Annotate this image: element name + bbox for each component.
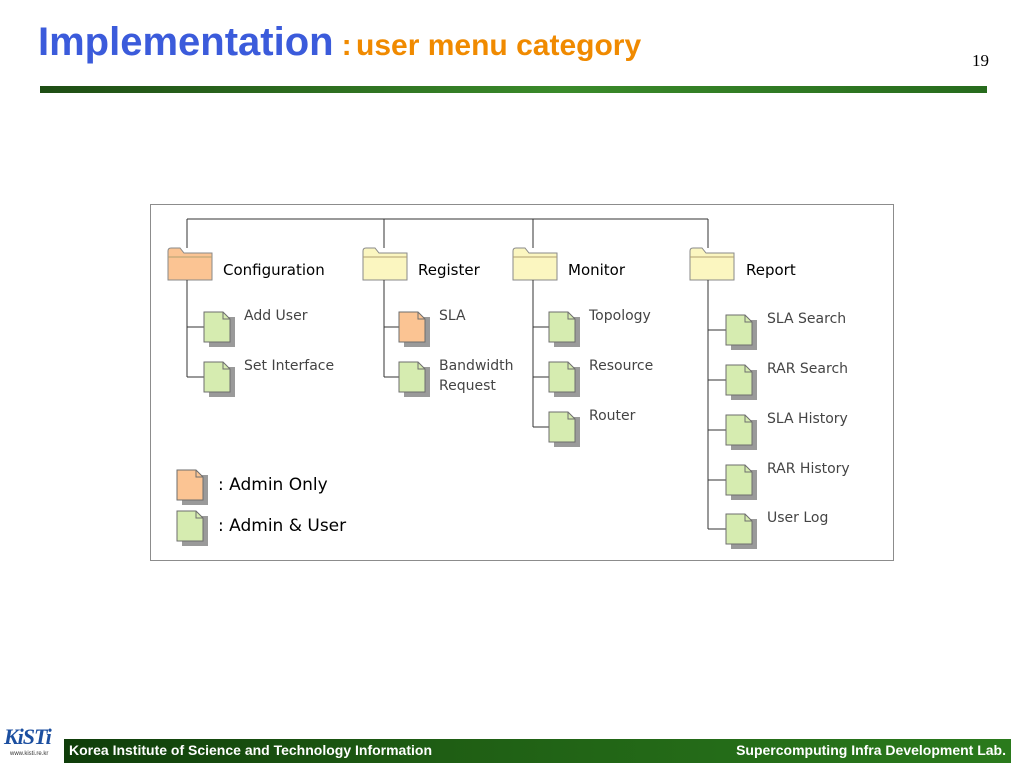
slide-title: Implementation: user menu category xyxy=(38,20,641,65)
menu-item-router: Router xyxy=(589,408,636,424)
logo-text: KiSTi xyxy=(4,724,52,749)
document-icon xyxy=(725,314,757,350)
title-main: Implementation xyxy=(38,20,334,64)
menu-item-rar-search: RAR Search xyxy=(767,361,849,377)
kisti-logo: KiSTi www.kisti.re.kr xyxy=(4,722,60,764)
category-monitor: Monitor xyxy=(568,261,626,279)
document-icon xyxy=(725,414,757,450)
document-icon xyxy=(548,411,580,447)
category-register: Register xyxy=(418,261,480,279)
title-separator: : xyxy=(341,29,352,62)
footer-lab: Supercomputing Infra Development Lab. xyxy=(736,742,1006,758)
menu-item-sla-search: SLA Search xyxy=(767,311,847,327)
document-icon xyxy=(725,513,757,549)
menu-item-rar-history: RAR History xyxy=(767,461,850,477)
document-icon xyxy=(203,361,235,397)
legend-document-icon xyxy=(176,469,208,505)
menu-item-bandwidth-request: Bandwidth Request xyxy=(439,358,514,394)
menu-item-sla-history: SLA History xyxy=(767,411,848,427)
footer-bar xyxy=(64,739,1011,763)
logo-url: www.kisti.re.kr xyxy=(10,751,49,757)
menu-item-user-log: User Log xyxy=(767,510,829,526)
diagram-canvas xyxy=(150,204,894,561)
document-icon xyxy=(548,311,580,347)
menu-item-resource: Resource xyxy=(589,358,654,374)
document-icon xyxy=(203,311,235,347)
legend-document-icon xyxy=(176,510,208,546)
folder-icon xyxy=(167,247,213,281)
legend-admin-user: : Admin & User xyxy=(218,516,347,536)
folder-icon xyxy=(362,247,408,281)
document-icon xyxy=(548,361,580,397)
category-report: Report xyxy=(746,261,796,279)
category-configuration: Configuration xyxy=(223,261,325,279)
document-icon xyxy=(398,311,430,347)
menu-item-add-user: Add User xyxy=(244,308,308,324)
footer-institute: Korea Institute of Science and Technolog… xyxy=(69,742,433,758)
document-icon xyxy=(725,464,757,500)
folder-icon xyxy=(512,247,558,281)
menu-item-sla: SLA xyxy=(439,308,466,324)
menu-item-topology: Topology xyxy=(589,308,651,324)
title-underline-bar xyxy=(40,86,987,93)
menu-item-set-interface: Set Interface xyxy=(244,358,335,374)
document-icon xyxy=(398,361,430,397)
title-subtitle: user menu category xyxy=(356,29,642,62)
legend-admin-only: : Admin Only xyxy=(218,475,328,495)
slide-number: 19 xyxy=(972,51,989,70)
document-icon xyxy=(725,364,757,400)
folder-icon xyxy=(689,247,735,281)
